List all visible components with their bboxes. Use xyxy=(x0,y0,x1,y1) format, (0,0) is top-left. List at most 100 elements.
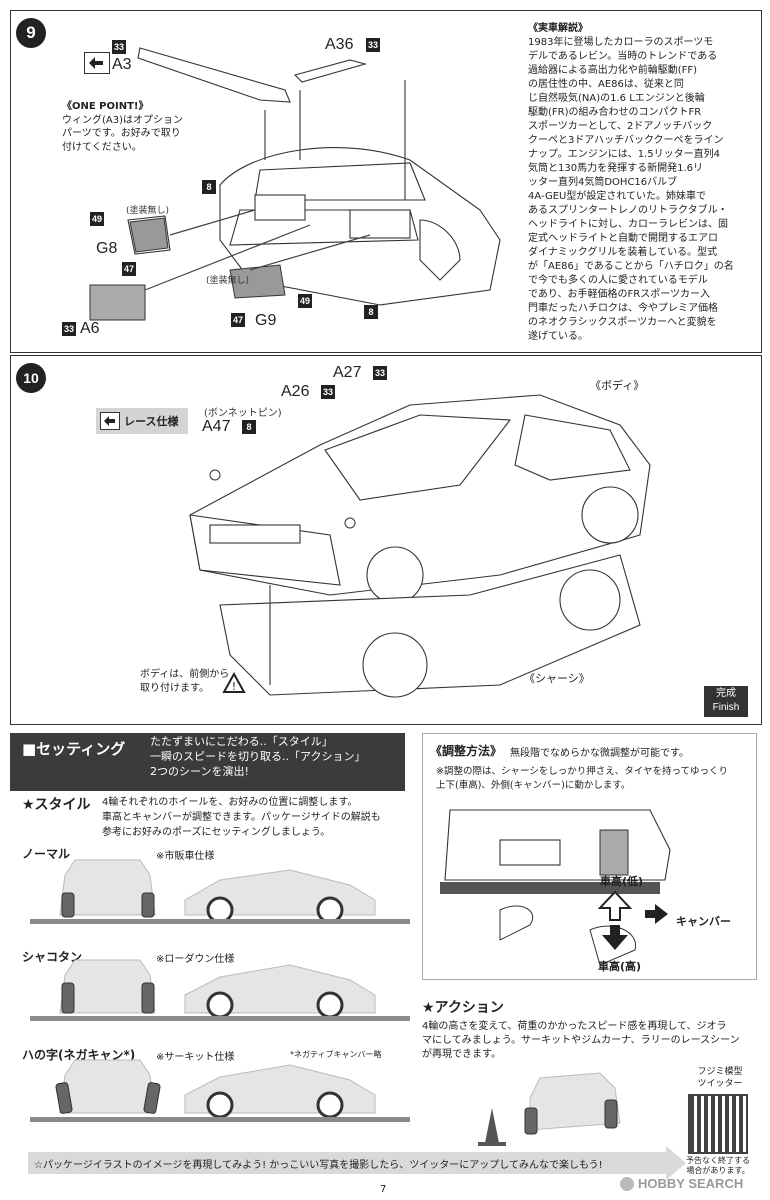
setting-intro-line: 一瞬のスピードを切り取る..「アクション」 xyxy=(150,750,366,763)
body-label: 《ボディ》 xyxy=(590,379,645,392)
real-car-line: のネオクラシックスポーツカーへと変貌を xyxy=(528,317,717,328)
one-point-title: 《ONE POINT!》 xyxy=(62,101,149,112)
row-negacan-note: ※サーキット仕様 xyxy=(156,1052,235,1063)
a6-label: A6 xyxy=(80,320,100,337)
row-normal-note: ※市販車仕様 xyxy=(156,851,215,862)
real-car-title: 《実車解説》 xyxy=(528,23,588,34)
package-banner xyxy=(28,1152,668,1174)
action-description: 4輪の高さを変えて、荷重のかかったスピード感を再現して、ジオラ マにしてみましょ… xyxy=(422,1020,740,1062)
twitter-note: 予告なく終了する 場合があります。 xyxy=(684,1156,752,1176)
g8-label: G8 xyxy=(96,240,118,257)
g9-badge-bottom: 47 xyxy=(231,313,245,327)
action-line: 4輪の高さを変えて、荷重のかかったスピード感を再現して、ジオラ xyxy=(422,1021,727,1032)
g9-label: G9 xyxy=(255,312,277,329)
adjust-line: ※調整の際は、シャーシをしっかり押さえ、タイヤを持ってゆっくり xyxy=(436,766,729,777)
a27-badge: 33 xyxy=(373,366,387,380)
real-car-line: の居住性の中、AE86は、従来と同 xyxy=(528,79,684,90)
twitter-line: ツイッター xyxy=(697,1079,743,1089)
chassis-label: 《シャーシ》 xyxy=(524,672,590,685)
option-icon xyxy=(84,52,110,74)
real-car-line: 過給器による高出力化や前輪駆動(FF) xyxy=(528,65,698,76)
finish-jp: 完成 xyxy=(716,688,736,699)
a27-label: A27 xyxy=(333,364,362,381)
adjust-line: 上下(車高)、外側(キャンバー)に動かします。 xyxy=(436,780,631,791)
option-icon xyxy=(100,412,120,430)
a3-label: A3 xyxy=(112,56,132,73)
a47-note: (ボンネットピン) xyxy=(204,408,282,419)
callout-8a: 8 xyxy=(202,180,216,194)
a6-badge: 33 xyxy=(62,322,76,336)
action-illustration xyxy=(478,1072,621,1146)
attach-note: ボディは、前側から 取り付けます。 xyxy=(140,668,229,696)
real-car-line: 気筒と130馬力を発揮する新開発1.6リ xyxy=(528,163,703,174)
callout-8b: 8 xyxy=(364,305,378,319)
row-shakotan-name: シャコタン xyxy=(22,950,83,964)
g8-badge-top: 49 xyxy=(90,212,104,226)
height-low-label: 車高(低) xyxy=(600,875,644,888)
adjust-title: 《調整方法》 xyxy=(430,744,503,758)
real-car-line: ナップ。エンジンには、1.5リッター直列4 xyxy=(528,149,720,160)
style-rows-illustration xyxy=(30,859,410,1122)
style-title: ★スタイル xyxy=(22,797,91,813)
row-normal-name: ノーマル xyxy=(22,847,71,861)
real-car-line: が「AE86」であることから「ハチロク」の名 xyxy=(528,261,734,272)
a36-badge: 33 xyxy=(366,38,380,52)
row-negacan-name: ハの字(ネガキャン*) xyxy=(22,1048,136,1062)
real-car-line: 遂げている。 xyxy=(528,331,588,342)
banner-text: ☆パッケージイラストのイメージを再現してみよう! かっこいい写真を撮影したら、ツ… xyxy=(34,1160,603,1171)
twitter-label: フジミ模型 ツイッター xyxy=(690,1066,750,1090)
step10-car-drawing xyxy=(189,394,651,698)
real-car-line: 門車だったハチロクは、今やプレミア価格 xyxy=(528,303,718,314)
watermark-text: HOBBY SEARCH xyxy=(638,1176,744,1191)
a36-label: A36 xyxy=(325,36,354,53)
real-car-line: ヘッドライトに対し、カローラレビンは、固 xyxy=(528,219,728,230)
svg-text:!: ! xyxy=(232,680,236,693)
style-line: 4輪それぞれのホイールを、お好みの位置に調整します。 xyxy=(102,797,358,808)
action-line: が再現できます。 xyxy=(422,1049,501,1060)
finish-en: Finish xyxy=(712,702,740,713)
finish-badge: 完成 Finish xyxy=(704,686,748,717)
real-car-line: で今でも多くの人に愛されているモデル xyxy=(528,275,708,286)
g9-badge-top: 49 xyxy=(298,294,312,308)
warning-icon: ! xyxy=(222,672,246,693)
g8-badge-bottom: 47 xyxy=(122,262,136,276)
one-point-line: 付けてください。 xyxy=(62,141,142,153)
camber-label: キャンバー xyxy=(676,915,731,928)
a47-label: A47 xyxy=(202,418,231,435)
real-car-line: じ自然吸気(NA)の1.6 Lエンジンと後輪 xyxy=(528,93,705,104)
step9-number: 9 xyxy=(16,18,46,48)
twitter-qr-code[interactable] xyxy=(688,1094,748,1154)
attach-note-line: ボディは、前側から xyxy=(140,669,230,680)
a47-badge: 8 xyxy=(242,420,256,434)
height-high-label: 車高(高) xyxy=(598,960,642,973)
hobby-search-watermark: HOBBY SEARCH xyxy=(620,1176,743,1191)
step10-number: 10 xyxy=(16,363,46,393)
adjust-description: ※調整の際は、シャーシをしっかり押さえ、タイヤを持ってゆっくり 上下(車高)、外… xyxy=(436,765,728,793)
setting-header-band xyxy=(10,733,405,791)
race-spec-text: レース仕様 xyxy=(124,415,179,428)
hobby-search-logo-icon xyxy=(620,1176,634,1191)
race-spec-label: レース仕様 xyxy=(96,408,188,434)
page-number: 7 xyxy=(380,1184,387,1195)
adjust-illustration xyxy=(440,809,671,966)
g8-note: (塗装無し) xyxy=(126,206,170,216)
real-car-line: ダイナミックグリルを装着している。型式 xyxy=(528,247,718,258)
g9-note: (塗装無し) xyxy=(206,276,250,286)
real-car-line: クーペと3ドアハッチバッククーペをライン xyxy=(528,135,724,146)
real-car-line: 定式ヘッドライトと自動で開閉するエアロ xyxy=(528,233,718,244)
real-car-line: であり、お手軽価格のFRスポーツカー入 xyxy=(528,289,710,300)
real-car-line: スポーツカーとして、2ドアノッチバック xyxy=(528,121,713,132)
setting-intro-line: たたずまいにこだわる..「スタイル」 xyxy=(150,735,333,748)
twitter-line: フジミ模型 xyxy=(697,1067,743,1077)
style-description: 4輪それぞれのホイールを、お好みの位置に調整します。 車高とキャンバーが調整でき… xyxy=(102,795,381,840)
real-car-explanation: 《実車解説》 1983年に登場したカローラのスポーツモ デルであるレビン。当時の… xyxy=(528,22,758,344)
one-point-line: ウィング(A3)はオプション xyxy=(62,114,184,126)
setting-intro-line: 2つのシーンを演出! xyxy=(150,765,249,778)
row-shakotan-note: ※ローダウン仕様 xyxy=(156,954,235,965)
real-car-line: あるスプリンタートレノのリトラクタブル・ xyxy=(528,205,728,216)
attach-note-line: 取り付けます。 xyxy=(140,683,209,694)
a26-badge: 33 xyxy=(321,385,335,399)
style-line: 参考にお好みのポーズにセッティングしましょう。 xyxy=(102,827,331,838)
row-negacan-footnote: *ネガティブキャンバー略 xyxy=(290,1050,382,1059)
setting-intro: たたずまいにこだわる..「スタイル」 一瞬のスピードを切り取る..「アクション」… xyxy=(150,734,365,779)
